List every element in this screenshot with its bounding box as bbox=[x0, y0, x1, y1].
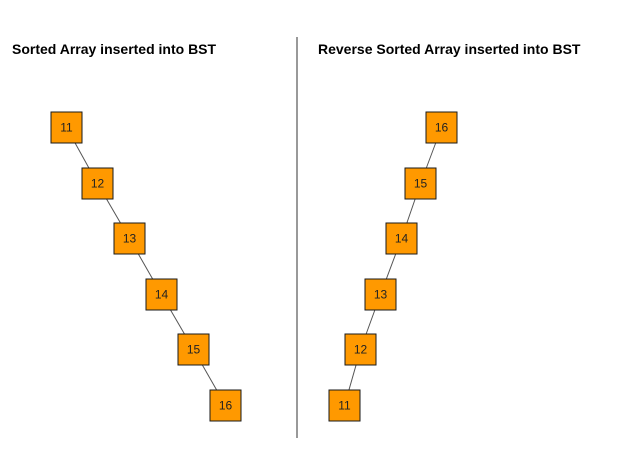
node-box bbox=[328, 389, 361, 422]
panel-sorted: Sorted Array inserted into BST 111213141… bbox=[12, 41, 242, 422]
node-box bbox=[113, 222, 146, 255]
node-sorted-12: 12 bbox=[81, 167, 114, 200]
node-box bbox=[50, 111, 83, 144]
nodes-sorted: 11 12 13 14 15 16 bbox=[50, 111, 242, 422]
node-box bbox=[364, 278, 397, 311]
node-reverse-sorted-13: 13 bbox=[364, 278, 397, 311]
node-sorted-14: 14 bbox=[145, 278, 178, 311]
node-box bbox=[81, 167, 114, 200]
node-box bbox=[404, 167, 437, 200]
node-label: 15 bbox=[187, 343, 201, 357]
node-label: 14 bbox=[395, 232, 409, 246]
node-sorted-11: 11 bbox=[50, 111, 83, 144]
node-label: 16 bbox=[435, 121, 449, 135]
node-label: 11 bbox=[338, 399, 351, 413]
node-label: 14 bbox=[155, 288, 169, 302]
node-reverse-sorted-11: 11 bbox=[328, 389, 361, 422]
panel-title-reverse-sorted: Reverse Sorted Array inserted into BST bbox=[318, 41, 581, 57]
node-box bbox=[209, 389, 242, 422]
node-box bbox=[425, 111, 458, 144]
node-label: 13 bbox=[123, 232, 137, 246]
node-box bbox=[177, 333, 210, 366]
node-reverse-sorted-12: 12 bbox=[344, 333, 377, 366]
node-box bbox=[145, 278, 178, 311]
nodes-reverse-sorted: 16 15 14 13 12 11 bbox=[328, 111, 458, 422]
panel-reverse-sorted: Reverse Sorted Array inserted into BST 1… bbox=[318, 41, 581, 422]
panel-title-sorted: Sorted Array inserted into BST bbox=[12, 41, 217, 57]
node-label: 12 bbox=[354, 343, 368, 357]
node-box bbox=[385, 222, 418, 255]
node-label: 13 bbox=[374, 288, 388, 302]
node-label: 16 bbox=[219, 399, 233, 413]
node-sorted-13: 13 bbox=[113, 222, 146, 255]
node-reverse-sorted-14: 14 bbox=[385, 222, 418, 255]
node-reverse-sorted-15: 15 bbox=[404, 167, 437, 200]
node-box bbox=[344, 333, 377, 366]
node-reverse-sorted-16: 16 bbox=[425, 111, 458, 144]
node-label: 11 bbox=[60, 121, 73, 135]
node-label: 15 bbox=[414, 177, 428, 191]
node-label: 12 bbox=[91, 177, 105, 191]
node-sorted-15: 15 bbox=[177, 333, 210, 366]
node-sorted-16: 16 bbox=[209, 389, 242, 422]
